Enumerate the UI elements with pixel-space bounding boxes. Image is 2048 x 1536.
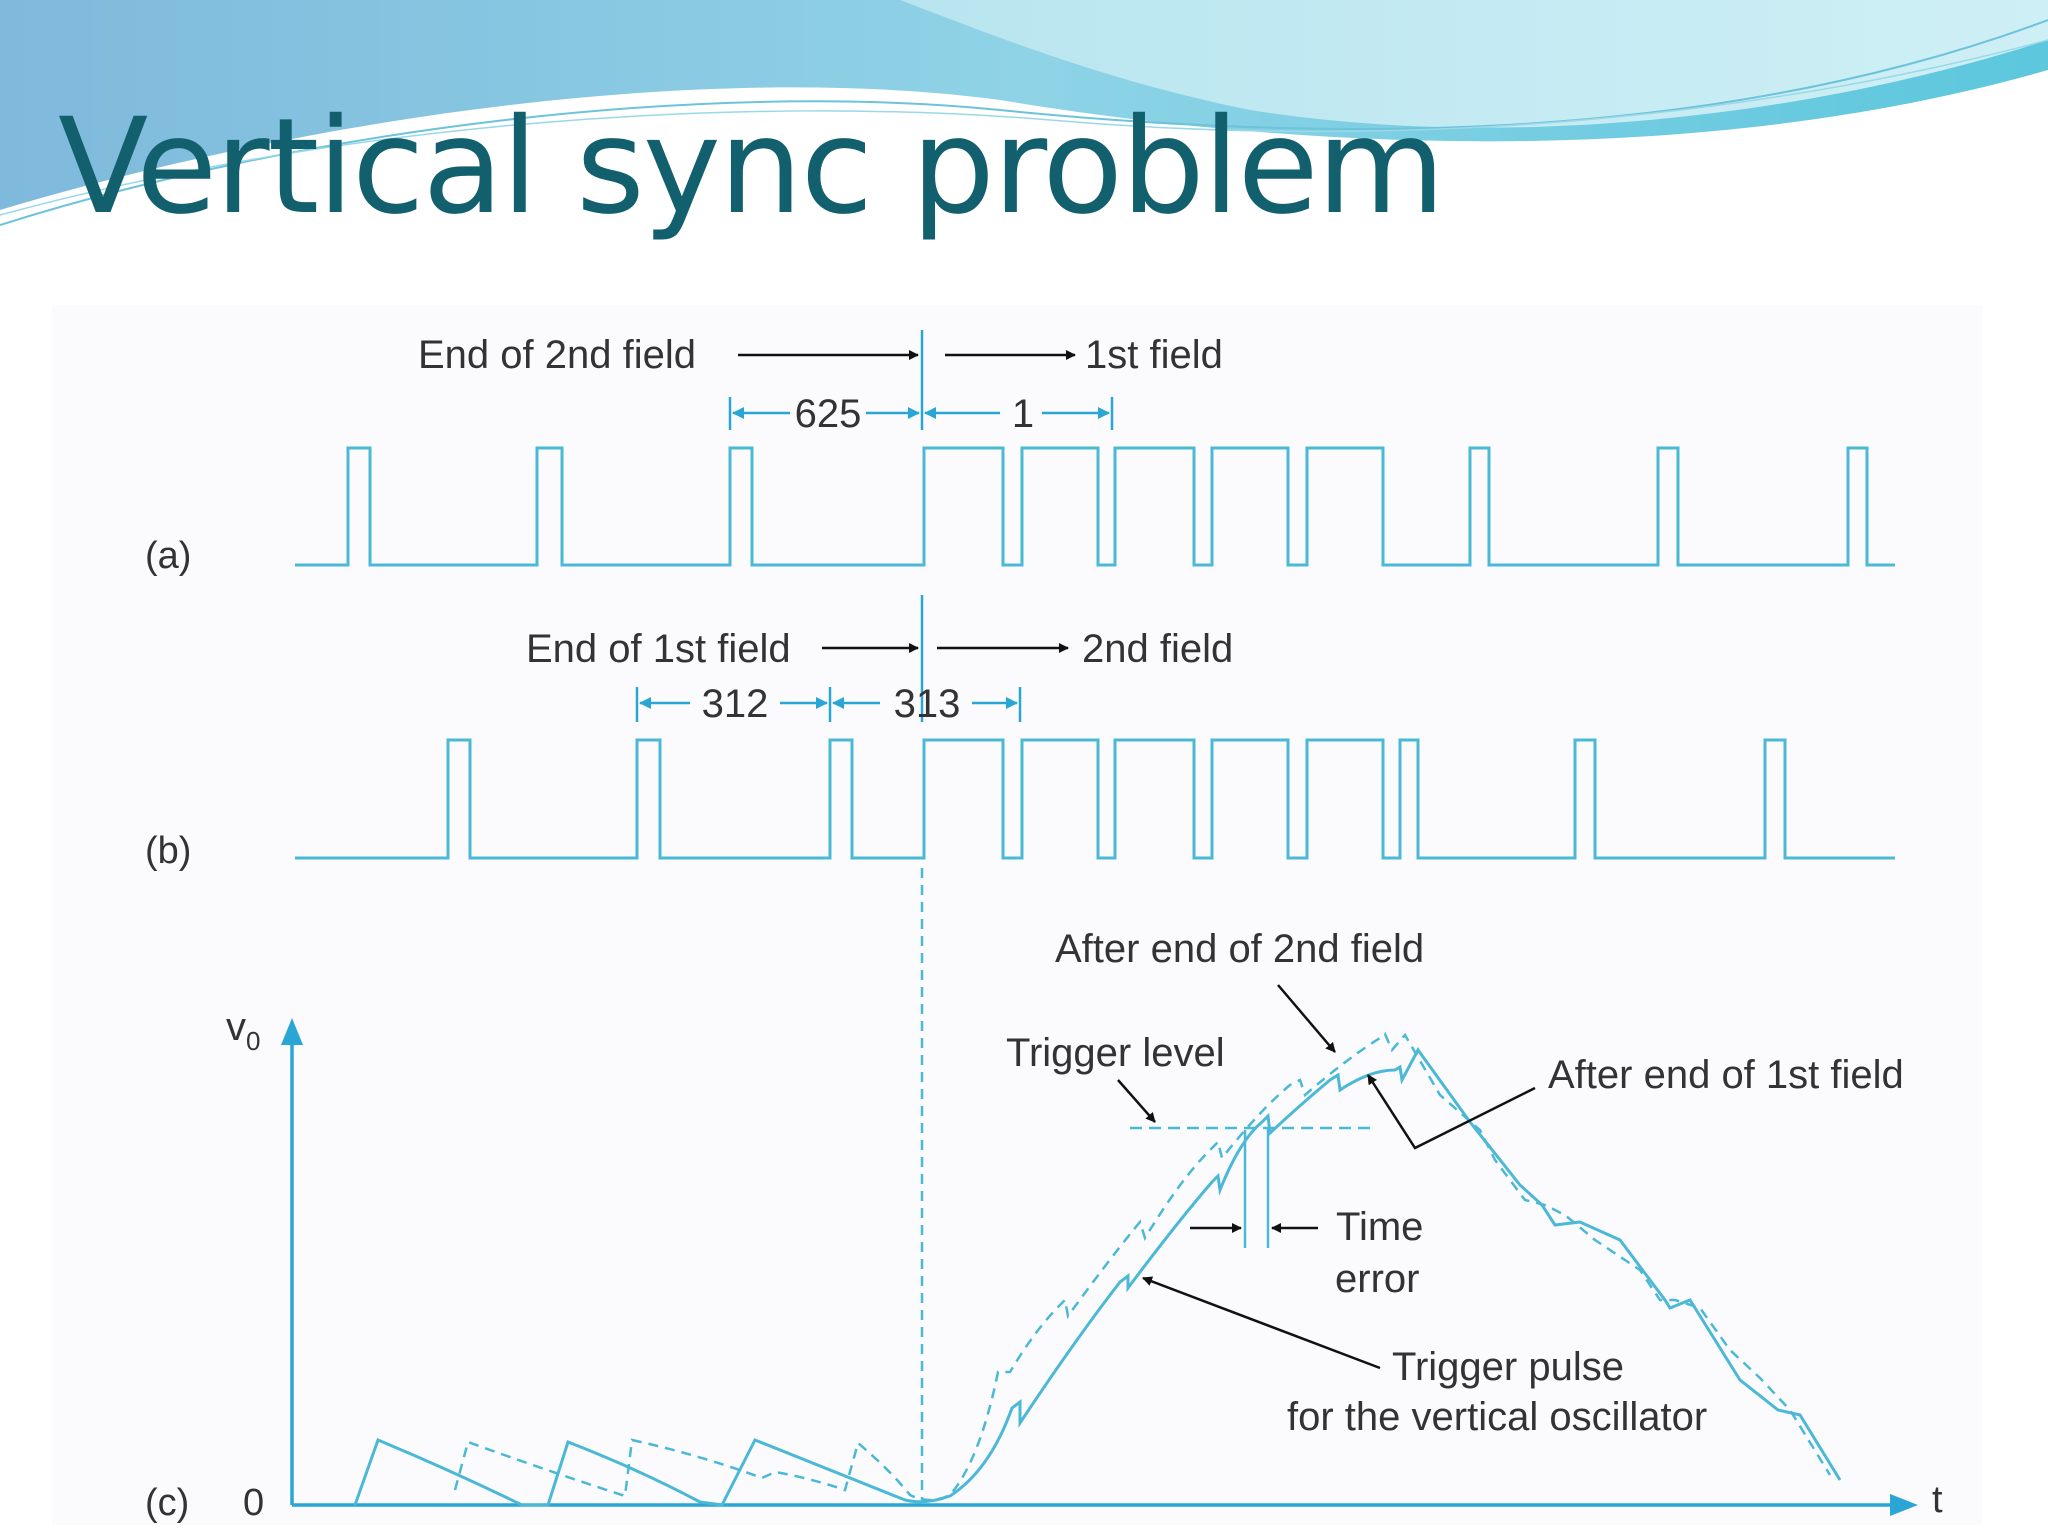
panel-b-label: (b) bbox=[145, 830, 191, 872]
panel-a-end-label: End of 2nd field bbox=[418, 333, 696, 377]
annotation-after-end-1st: After end of 1st field bbox=[1548, 1053, 1904, 1097]
sawtooth-after-1st-field bbox=[353, 1047, 1842, 1507]
panel-a-count-before: 625 bbox=[795, 392, 862, 436]
panel-b: (b) End of 1st field 2nd field 312 313 bbox=[145, 595, 1895, 872]
annotation-trigger-pulse-arrow bbox=[1142, 1276, 1381, 1370]
panel-a-count-after: 1 bbox=[1012, 392, 1034, 436]
origin-label: 0 bbox=[243, 1482, 264, 1524]
annotation-after-end-2nd-arrow bbox=[1277, 984, 1336, 1053]
header-wave-banner bbox=[0, 0, 2048, 226]
annotation-after-end-1st-arrow bbox=[1366, 1074, 1536, 1150]
figure-panel: (a) End of 2nd field 1st field 625 1 (b)… bbox=[52, 305, 1982, 1525]
slide-title: Vertical sync problem bbox=[58, 90, 1445, 244]
panel-b-count-after: 313 bbox=[894, 682, 961, 726]
panel-a-pulse-train bbox=[295, 446, 1895, 567]
x-axis-arrowhead bbox=[1890, 1494, 1918, 1516]
panel-c: (c) 0 v0 t After end of 2nd field Trigge… bbox=[145, 927, 1943, 1524]
annotation-after-end-2nd: After end of 2nd field bbox=[1055, 927, 1424, 971]
x-axis-label: t bbox=[1932, 1479, 1943, 1521]
annotation-trigger-level-arrow bbox=[1117, 1079, 1156, 1123]
panel-c-label: (c) bbox=[145, 1482, 189, 1524]
annotation-time-error-2: error bbox=[1335, 1257, 1419, 1301]
sawtooth-after-2nd-field bbox=[453, 1032, 1832, 1502]
sync-timing-diagram: (a) End of 2nd field 1st field 625 1 (b)… bbox=[145, 330, 1943, 1524]
panel-b-start-label: 2nd field bbox=[1082, 627, 1233, 671]
panel-a-start-label: 1st field bbox=[1085, 333, 1223, 377]
y-axis-arrowhead bbox=[281, 1018, 303, 1045]
annotation-trigger-level: Trigger level bbox=[1006, 1031, 1225, 1075]
panel-b-end-label: End of 1st field bbox=[526, 627, 791, 671]
annotation-time-error-1: Time bbox=[1336, 1205, 1423, 1249]
annotation-trigger-pulse-2: for the vertical oscillator bbox=[1287, 1395, 1707, 1439]
panel-b-count-before: 312 bbox=[702, 682, 769, 726]
annotation-trigger-pulse-1: Trigger pulse bbox=[1392, 1345, 1624, 1389]
panel-a-label: (a) bbox=[145, 535, 191, 577]
panel-a: (a) End of 2nd field 1st field 625 1 bbox=[145, 330, 1895, 577]
y-axis-label: v0 bbox=[226, 1005, 260, 1056]
panel-b-pulse-train bbox=[295, 738, 1895, 860]
